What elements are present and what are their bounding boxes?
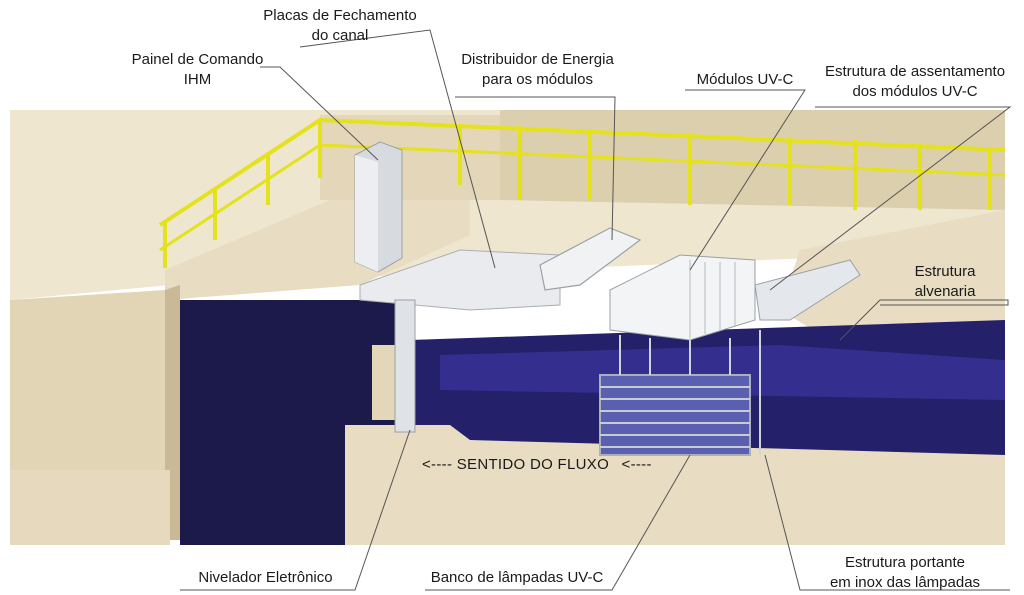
label-placas: Placas de Fechamento do canal	[250, 6, 430, 46]
flow-text: SENTIDO DO FLUXO	[456, 456, 610, 473]
left-outer-wall	[10, 290, 165, 470]
electronic-leveler	[394, 299, 416, 433]
label-estrutura-alvenaria-line1: Estrutura	[914, 263, 976, 280]
label-painel: Painel de Comando IHM	[115, 50, 280, 90]
lamp-bank	[599, 374, 751, 456]
label-banco: Banco de lâmpadas UV-C	[430, 569, 604, 586]
uvc-modules	[609, 254, 756, 341]
label-placas-line1: Placas de Fechamento	[263, 7, 417, 24]
back-wall-right	[500, 110, 1005, 210]
label-estrutura-portante-line1: Estrutura portante	[844, 554, 966, 571]
railing	[158, 117, 1006, 268]
label-painel-line2: IHM	[183, 71, 212, 88]
channel-floor-top	[345, 425, 1005, 545]
control-panel-face	[355, 155, 378, 272]
label-estrutura-assentamento-line1: Estrutura de assentamento	[824, 63, 1006, 80]
label-estrutura-alvenaria-line2: alvenaria	[914, 283, 976, 300]
energy-distributor	[539, 227, 642, 291]
flow-arrow-left: <----	[422, 456, 453, 473]
label-estrutura-alvenaria: Estrutura alvenaria	[880, 262, 1010, 302]
module-seating-structure	[754, 259, 861, 321]
water-surface	[440, 345, 1005, 400]
base-front	[10, 470, 170, 545]
deck-right	[780, 210, 1005, 340]
label-estrutura-portante-line2: em inox das lâmpadas	[829, 574, 981, 591]
flow-direction: <---- SENTIDO DO FLUXO <----	[422, 456, 652, 473]
label-estrutura-portante: Estrutura portante em inox das lâmpadas	[800, 553, 1010, 593]
label-painel-line1: Painel de Comando	[131, 51, 264, 68]
label-nivelador: Nivelador Eletrônico	[198, 569, 333, 586]
label-distribuidor-line1: Distribuidor de Energia	[461, 51, 614, 68]
flow-arrow-right: <----	[621, 456, 652, 473]
label-modulos: Módulos UV-C	[696, 71, 794, 88]
label-distribuidor: Distribuidor de Energia para os módulos	[445, 50, 630, 90]
label-estrutura-assentamento-line2: dos módulos UV-C	[852, 83, 978, 100]
label-estrutura-assentamento: Estrutura de assentamento dos módulos UV…	[810, 62, 1020, 102]
leader-lines	[180, 29, 1012, 591]
label-placas-line2: do canal	[311, 27, 369, 44]
closing-plates	[359, 249, 561, 311]
label-distribuidor-line2: para os módulos	[482, 71, 593, 88]
stainless-support	[619, 330, 761, 455]
